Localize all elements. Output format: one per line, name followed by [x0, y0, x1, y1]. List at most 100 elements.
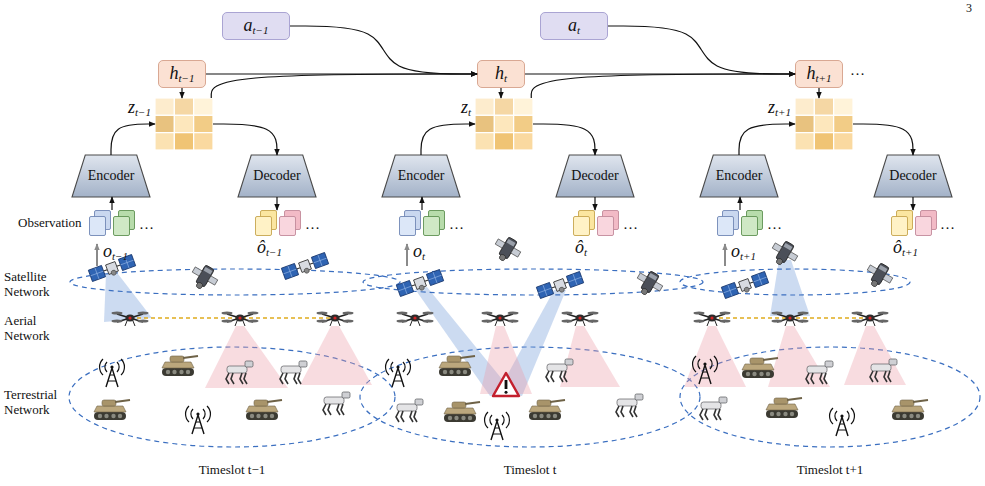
drone-icon — [852, 312, 889, 327]
base-station-icon — [386, 359, 411, 387]
feature-map — [256, 217, 272, 236]
ellipsis-mark: … — [449, 216, 464, 233]
row-label: Observation — [18, 216, 82, 231]
coverage-beams — [104, 260, 906, 396]
flow-arrow — [594, 197, 595, 210]
stack-icon — [399, 210, 445, 236]
uplink-arrow — [406, 244, 408, 266]
grid-cell — [834, 98, 853, 115]
symbol-label: ôt−1 — [257, 238, 282, 258]
vehicle-icon — [892, 400, 928, 420]
hidden-state-box: ht+1 — [795, 60, 843, 88]
grid-cell — [174, 133, 193, 150]
block-label: Encoder — [716, 168, 763, 184]
drone-icon — [772, 312, 809, 327]
satellite-icon — [490, 233, 525, 267]
hidden-state-box: ht — [477, 60, 525, 88]
feature-map — [916, 217, 932, 236]
flow-arrow — [276, 197, 277, 210]
vehicle-icon — [742, 358, 778, 378]
symbol-label: zt−1 — [128, 98, 151, 118]
grid-cell — [194, 133, 213, 150]
satellite-icon — [767, 237, 802, 271]
grid-cell — [795, 98, 814, 115]
flow-arrow — [818, 88, 819, 98]
feature-map — [424, 217, 440, 236]
grid-cell — [194, 115, 213, 132]
drone-icon — [482, 312, 519, 327]
robot-dog-icon — [323, 392, 350, 415]
grid-cell — [494, 115, 513, 132]
trapezoid-shape — [556, 155, 634, 197]
vehicle-icon — [444, 402, 480, 422]
uplink-arrow — [96, 244, 98, 266]
grid-cell — [494, 98, 513, 115]
vehicle-icon — [162, 356, 198, 376]
grid-cell — [834, 115, 853, 132]
decoder-block: Decoder — [874, 155, 952, 197]
grid-cell — [475, 115, 494, 132]
grid-cell — [174, 115, 193, 132]
robot-dog-icon — [226, 361, 253, 384]
feature-map — [400, 217, 416, 236]
flow-arrow — [211, 74, 477, 98]
feature-map — [280, 217, 296, 236]
ellipsis-mark: … — [850, 62, 865, 79]
block-label: Encoder — [88, 168, 135, 184]
symbol-label: at−1 — [244, 16, 269, 36]
encoder-block: Encoder — [72, 155, 150, 197]
observation-stack: ot — [399, 210, 445, 236]
feature-map — [90, 217, 106, 236]
drone-icon — [112, 312, 149, 327]
grid-cell — [814, 115, 833, 132]
flow-arrow — [531, 74, 795, 98]
grid-cell — [475, 98, 494, 115]
flow-arrow — [739, 124, 795, 155]
symbol-label: zt+1 — [768, 98, 791, 118]
robot-dog-icon — [616, 394, 643, 417]
flow-arrow — [739, 197, 740, 210]
robot-dog-icon — [806, 361, 833, 384]
feature-map — [892, 217, 908, 236]
action-box: at−1 — [222, 12, 290, 40]
grid-cell — [514, 115, 533, 132]
stack-icon — [891, 210, 937, 236]
satellite-icon — [721, 271, 769, 299]
flow-arrow — [213, 124, 277, 155]
uplink-arrow — [724, 244, 726, 266]
feature-map — [718, 217, 734, 236]
flow-arrow — [500, 88, 501, 98]
drone-icon — [397, 312, 434, 327]
symbol-label: ot — [413, 242, 425, 262]
stack-icon — [255, 210, 301, 236]
block-label: Decoder — [253, 168, 300, 184]
symbol-label: ht−1 — [170, 64, 195, 84]
symbol-label: ôt+1 — [893, 238, 918, 258]
grid-cell — [795, 133, 814, 150]
robot-dog-icon — [700, 397, 727, 420]
flow-arrow — [421, 197, 422, 210]
timeslot-label: Timeslot t — [504, 463, 557, 478]
decoder-block: Decoder — [238, 155, 316, 197]
grid-cell — [174, 98, 193, 115]
layer-label: Satellite Network — [4, 270, 64, 300]
symbol-label: ot+1 — [731, 242, 756, 262]
symbol-label: ot−1 — [103, 242, 128, 262]
feature-map — [742, 217, 758, 236]
grid-cell — [155, 133, 174, 150]
encoder-block: Encoder — [700, 155, 778, 197]
block-label: Decoder — [889, 168, 936, 184]
grid-cell — [834, 133, 853, 150]
satellite-icon — [536, 271, 584, 299]
feature-map — [598, 217, 614, 236]
symbol-label: ôt — [575, 238, 587, 258]
reconstruction-stack: ôt−1 — [255, 210, 301, 236]
latent-grid: zt — [475, 98, 533, 150]
reconstruction-stack: ôt+1 — [891, 210, 937, 236]
observation-stack: ot+1 — [717, 210, 763, 236]
timeslot-label: Timeslot t−1 — [199, 463, 265, 478]
feature-map — [574, 217, 590, 236]
trapezoid-shape — [382, 155, 460, 197]
